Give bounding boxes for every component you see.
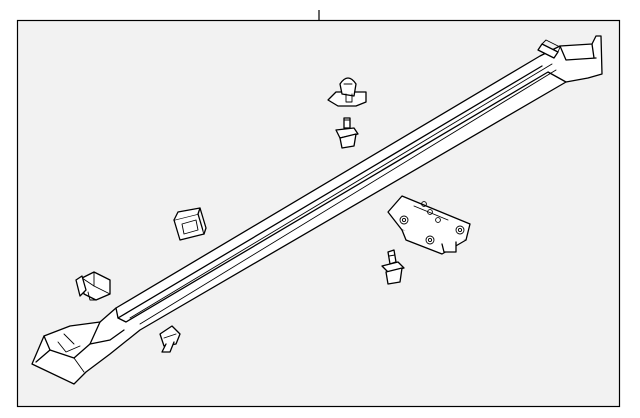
mounting-bracket — [387, 195, 471, 255]
stud-fastener — [381, 249, 405, 285]
square-clip — [173, 207, 207, 241]
grommet-clip — [75, 271, 111, 301]
rocker-molding — [31, 35, 603, 385]
push-pin-fastener — [335, 117, 359, 149]
christmas-tree-clip — [159, 325, 181, 353]
retainer-clip — [327, 77, 367, 107]
